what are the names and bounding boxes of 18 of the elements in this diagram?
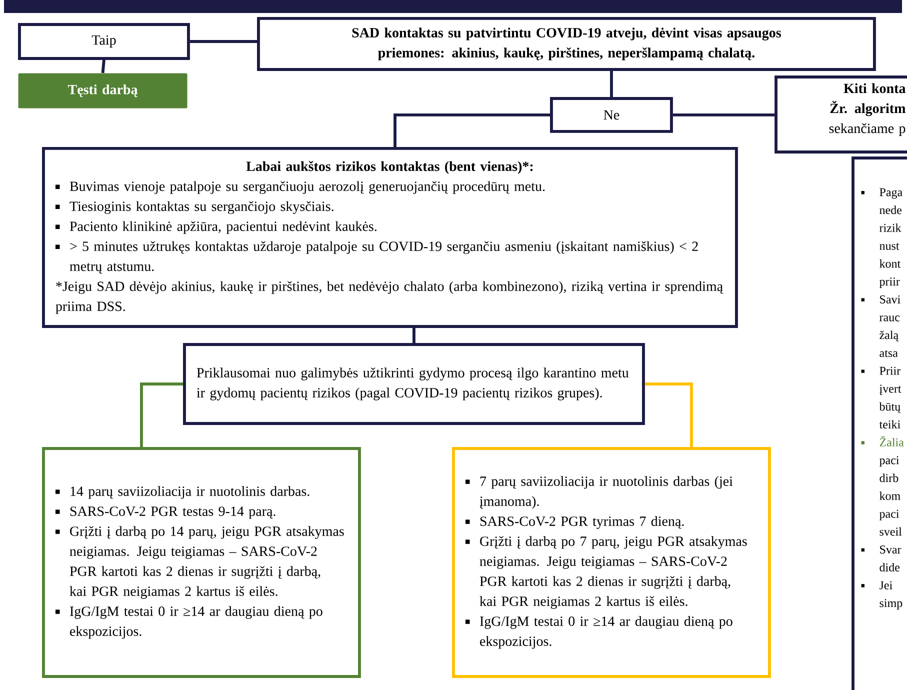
question-box: SAD kontaktas su patvirtintu COVID-19 atveju, dėvint visas apsaugos priemones: akinius, kaukę, pirštines, neperšlampamą chalatą. [257, 17, 876, 71]
text-panel: Paga nede rizik nust kont priir Savi rauc žalą atsa Priir įvert būtų teiki Žalia paci dirb kom paci sveil Svar dide Jei simp [852, 156, 907, 690]
connector [101, 60, 106, 74]
action-box: Tęsti darbą [18, 73, 188, 108]
decision-box: Ne [550, 97, 673, 133]
connector [610, 70, 613, 97]
text-box: 7 parų saviizoliacija ir nuotolinis darbas (jei įmanoma). SARS-CoV-2 PGR tyrimas 7 dieną. Grįžti į darbą po 7 parų, jeigu PGR atsakymas neigiamas. Jeigu teigiamas – SARS-CoV-2 PGR kartoti kas 2 dienas ir sugrįžti į darbą, kai PGR neigiamas 2 kartus iš eilės. IgG/IgM testai 0 ir ≥14 ar daugiau dieną po ekspozicijos. [452, 447, 771, 678]
connector [644, 382, 693, 447]
text-box: Labai aukštos rizikos kontaktas (bent vienas)*: Buvimas vienoje patalpoje su sergančiuoju aerozolį generuojančių procedūrų metu. Tiesioginis kontaktas su sergančiojo skysčiais. Paciento klinikinė apžiūra, pacientui nedėvint kaukės. > 5 minutes užtrukęs kontaktas uždaroje patalpoje su COVID-19 sergančiu asmeniu (įskaitant namiškius) < 2 metrų atstumu. *Jeigu SAD dėvėjo akinius, kaukę ir pirštines, bet nedėvėjo chalato (arba kombinezono), riziką vertina ir sprendimą priima DSS. [42, 147, 738, 328]
connector [140, 382, 183, 447]
connector [190, 40, 257, 43]
text-box: Kiti konta Žr. algoritm sekančiame p [774, 76, 907, 154]
connector [412, 328, 416, 343]
connector [394, 114, 550, 147]
connector [672, 114, 776, 116]
decision-box: Taip [18, 23, 190, 60]
text-box: 14 parų saviizoliacija ir nuotolinis darbas. SARS-CoV-2 PGR testas 9-14 parą. Grįžti į darbą po 14 parų, jeigu PGR atsakymas neigiamas. Jeigu teigiamas – SARS-CoV-2 PGR kartoti kas 2 dienas ir sugrįžti į darbą, kai PGR neigiamas 2 kartus iš eilės. IgG/IgM testai 0 ir ≥14 ar daugiau dieną po ekspozicijos. [42, 447, 361, 678]
text-box: Priklausomai nuo galimybės užtikrinti gydymo procesą ilgo karantino metu ir gydomų pacientų rizikos (pagal COVID-19 pacientų rizikos grupes). [183, 343, 645, 425]
